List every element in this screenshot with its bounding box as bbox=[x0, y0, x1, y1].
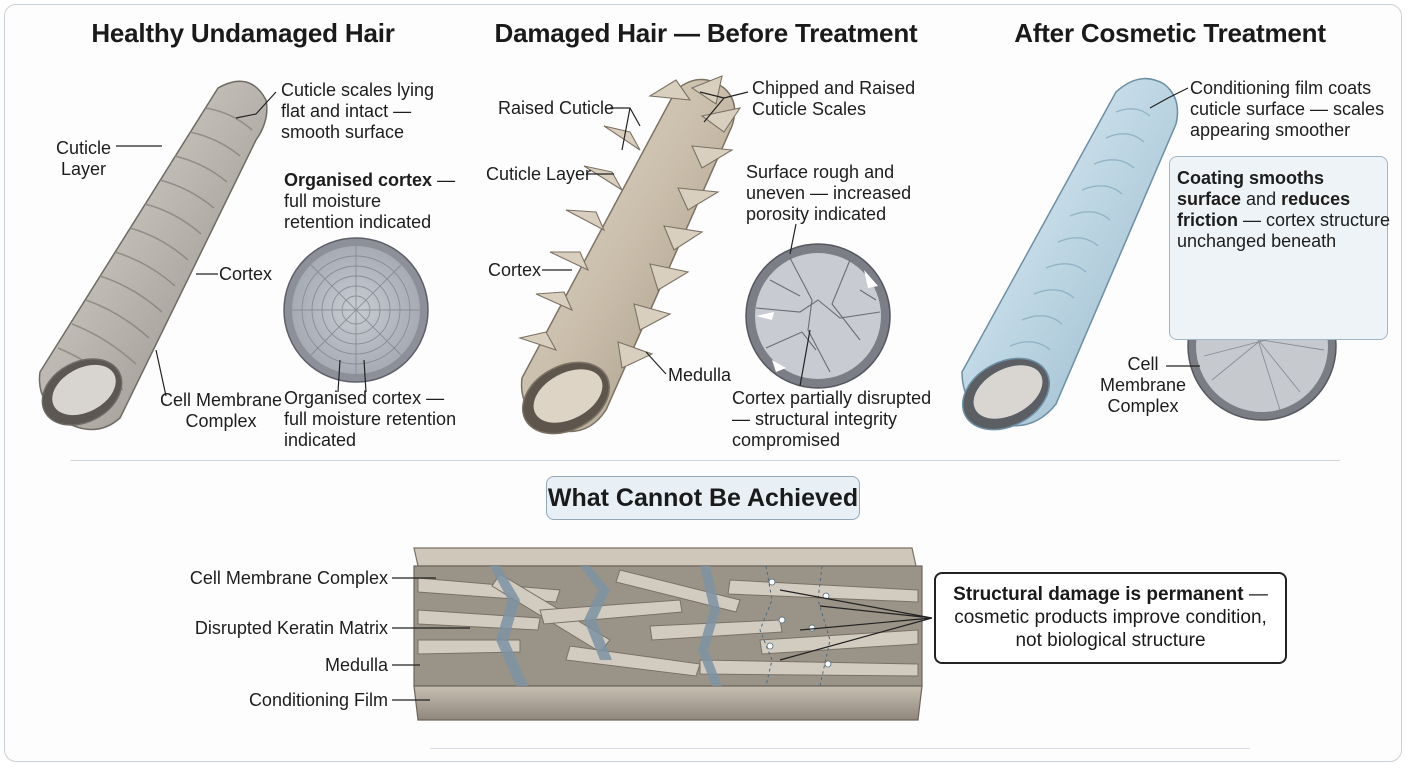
panel-title-treated: After Cosmetic Treatment bbox=[1014, 18, 1326, 48]
label-raised-cuticle: Raised Cuticle bbox=[498, 98, 615, 118]
label-medulla-bottom: Medulla bbox=[324, 655, 388, 675]
panel-title-healthy: Healthy Undamaged Hair bbox=[91, 18, 395, 48]
treated-leader-lines bbox=[1149, 87, 1200, 367]
label-cuticle-layer-damaged: Cuticle Layer bbox=[486, 164, 592, 184]
panel-title-damaged: Damaged Hair — Before Treatment bbox=[494, 18, 918, 48]
label-surface-rough: Surface rough and uneven — increased por… bbox=[746, 162, 912, 224]
healthy-cross-section bbox=[283, 237, 429, 383]
damaged-keratin-block bbox=[413, 547, 923, 721]
cannot-achieve-heading-box: What Cannot Be Achieved bbox=[546, 476, 860, 520]
label-chipped-scales: Chipped and Raised Cuticle Scales bbox=[752, 78, 916, 119]
bottom-divider bbox=[430, 748, 1250, 749]
healthy-leader-lines bbox=[116, 91, 367, 397]
damaged-cross-section bbox=[745, 243, 891, 389]
label-cuticle-scales: Cuticle scales lying flat and intact — s… bbox=[281, 80, 435, 142]
label-cell-membrane-treated: Cell Membrane Complex bbox=[1100, 354, 1187, 416]
label-cortex-damaged: Cortex bbox=[488, 260, 542, 280]
treated-hair-shaft bbox=[961, 77, 1179, 431]
cannot-achieve-title: What Cannot Be Achieved bbox=[547, 484, 859, 512]
label-cell-membrane-healthy: Cell Membrane Complex bbox=[160, 390, 283, 431]
label-cuticle-layer: Cuticle Layer bbox=[56, 138, 112, 179]
damaged-hair-shaft bbox=[517, 75, 742, 435]
section-divider bbox=[70, 460, 1340, 461]
bottom-leader-lines bbox=[392, 577, 933, 701]
damaged-leader-lines bbox=[542, 91, 811, 387]
label-cortex-healthy: Cortex bbox=[219, 264, 273, 284]
label-cortex-disrupted: Cortex partially disrupted — structural … bbox=[732, 388, 932, 450]
permanent-damage-callout: Structural damage is permanent — cosmeti… bbox=[934, 572, 1287, 664]
label-film-bottom: Conditioning Film bbox=[248, 690, 388, 710]
label-organised-cortex-top: Organised cortex — full moisture retenti… bbox=[284, 170, 456, 232]
coating-info-box bbox=[1169, 156, 1388, 340]
label-organised-cortex-bottom: Organised cortex — full moisture retenti… bbox=[284, 388, 457, 450]
label-cmc-bottom: Cell Membrane Complex bbox=[189, 568, 388, 588]
label-medulla-damaged: Medulla bbox=[668, 365, 732, 385]
label-keratin-bottom: Disrupted Keratin Matrix bbox=[194, 618, 388, 638]
label-conditioning-film: Conditioning film coats cuticle surface … bbox=[1190, 78, 1385, 140]
label-coating-smooths: Coating smooths surface and reduces fric… bbox=[1177, 168, 1391, 251]
healthy-hair-shaft bbox=[38, 80, 268, 431]
